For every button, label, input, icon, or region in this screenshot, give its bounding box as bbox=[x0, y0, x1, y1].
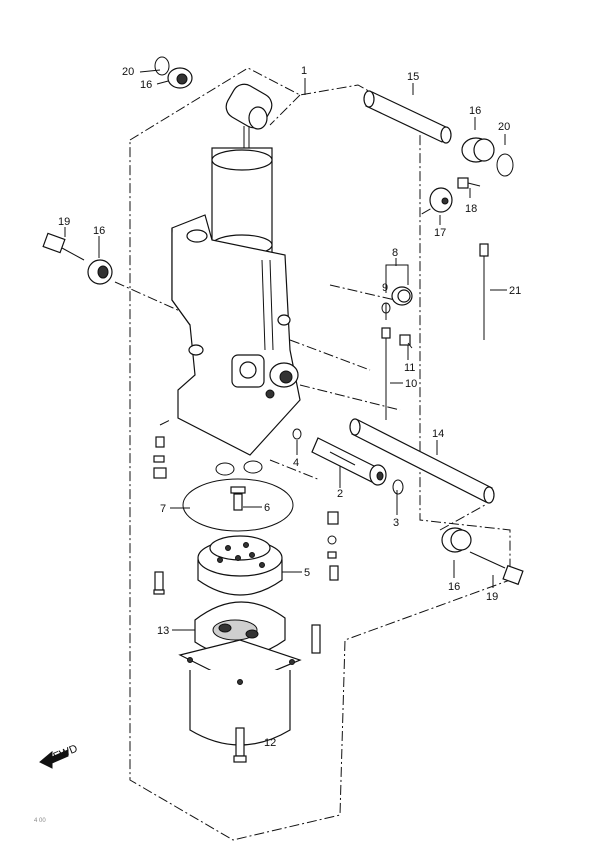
part-collar-17 bbox=[429, 187, 453, 213]
part-screw-11 bbox=[399, 334, 413, 349]
callout-16-left: 16 bbox=[93, 225, 105, 237]
callout-14: 14 bbox=[432, 428, 444, 440]
part-small-valves-right bbox=[327, 511, 339, 581]
callout-labels: 1 2 3 4 5 6 7 8 9 10 11 12 13 14 15 16 1… bbox=[58, 65, 521, 749]
part-circlips-20 bbox=[154, 56, 514, 177]
callout-13: 13 bbox=[157, 625, 169, 637]
part-screw-18 bbox=[457, 177, 481, 189]
callout-12: 12 bbox=[264, 737, 276, 749]
part-pin-14 bbox=[349, 418, 495, 504]
callout-2: 2 bbox=[337, 488, 343, 500]
part-pump-5 bbox=[153, 535, 283, 596]
part-plug-8 bbox=[391, 286, 413, 306]
callout-6: 6 bbox=[264, 502, 270, 514]
callout-16-top-right: 16 bbox=[469, 105, 481, 117]
callout-1: 1 bbox=[301, 65, 307, 77]
callout-4: 4 bbox=[293, 457, 299, 469]
forward-arrow-icon: FWD bbox=[39, 743, 80, 769]
part-bushings-16 bbox=[87, 67, 495, 553]
callout-16-top-left: 16 bbox=[140, 79, 152, 91]
callout-18: 18 bbox=[465, 203, 477, 215]
callout-17: 17 bbox=[434, 227, 446, 239]
callout-8: 8 bbox=[392, 247, 398, 259]
callout-15: 15 bbox=[407, 71, 419, 83]
callout-20-right: 20 bbox=[498, 121, 510, 133]
callout-16-bottom: 16 bbox=[448, 581, 460, 593]
callout-7: 7 bbox=[160, 503, 166, 515]
part-motor-housing bbox=[178, 639, 302, 746]
callout-19-right: 19 bbox=[486, 591, 498, 603]
part-pin-15 bbox=[363, 90, 452, 144]
assembly-boundary bbox=[129, 67, 511, 841]
fwd-label: FWD bbox=[52, 743, 80, 764]
part-reservoir-13 bbox=[194, 601, 321, 658]
callout-3: 3 bbox=[393, 517, 399, 529]
callout-19-left: 19 bbox=[58, 216, 70, 228]
part-oring-4 bbox=[292, 428, 302, 440]
part-power-trim-cylinder bbox=[171, 83, 301, 456]
callout-9: 9 bbox=[382, 282, 388, 294]
part-small-valves-left bbox=[153, 419, 171, 479]
part-manual-valve-2 bbox=[311, 437, 387, 486]
callout-11: 11 bbox=[404, 362, 415, 374]
part-bolts-19 bbox=[42, 232, 524, 586]
part-cable-tie-21 bbox=[479, 243, 489, 340]
part-snap-ring-3 bbox=[392, 479, 404, 495]
callout-21: 21 bbox=[509, 285, 521, 297]
callout-10: 10 bbox=[405, 378, 417, 390]
footer-code: 4 00 bbox=[34, 818, 46, 824]
part-oring-7 bbox=[182, 460, 294, 532]
part-filter-6 bbox=[230, 486, 246, 511]
part-cable-tie-10 bbox=[381, 327, 391, 420]
part-oring-9 bbox=[381, 302, 391, 314]
part-drain-screw-12 bbox=[233, 727, 247, 763]
callout-20-left: 20 bbox=[122, 66, 134, 78]
callout-5: 5 bbox=[304, 567, 310, 579]
